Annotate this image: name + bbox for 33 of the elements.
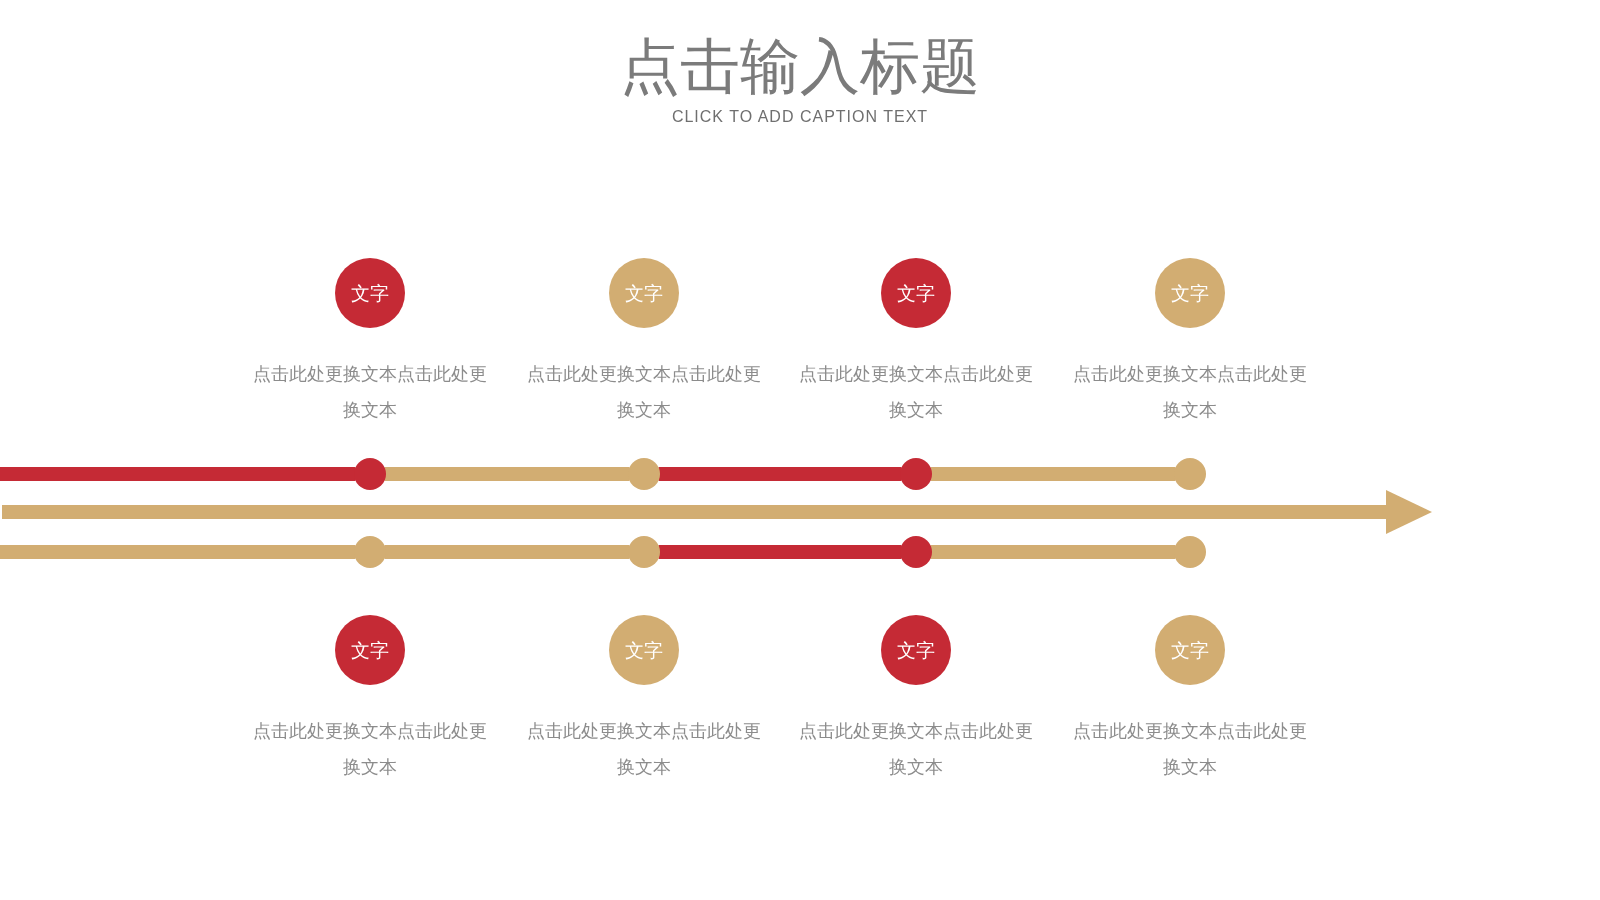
description-text: 点击此处更换文本点击此处更换文本: [252, 363, 488, 422]
step-circle: 文字: [335, 258, 405, 328]
title: 点击输入标题: [620, 30, 980, 102]
step-circle: 文字: [609, 615, 679, 685]
timeline-segment: [930, 545, 1176, 559]
step-circle: 文字: [1155, 615, 1225, 685]
timeline-segment: [658, 545, 902, 559]
description-text: 点击此处更换文本点击此处更换文本: [526, 720, 762, 779]
timeline-dot: [1174, 536, 1206, 568]
timeline-segment: [0, 467, 356, 481]
step-circle: 文字: [609, 258, 679, 328]
description-text: 点击此处更换文本点击此处更换文本: [252, 720, 488, 779]
timeline-dot: [900, 458, 932, 490]
timeline-segment: [0, 545, 356, 559]
timeline-segment: [384, 545, 630, 559]
step-circle: 文字: [881, 615, 951, 685]
timeline-segment: [384, 467, 630, 481]
subtitle: CLICK TO ADD CAPTION TEXT: [671, 107, 929, 127]
description-text: 点击此处更换文本点击此处更换文本: [526, 363, 762, 422]
step-circle: 文字: [881, 258, 951, 328]
timeline-dot: [900, 536, 932, 568]
timeline-segment: [930, 467, 1176, 481]
description-text: 点击此处更换文本点击此处更换文本: [798, 363, 1034, 422]
timeline-dot: [1174, 458, 1206, 490]
timeline-dot: [628, 536, 660, 568]
step-circle: 文字: [335, 615, 405, 685]
timeline-segment: [658, 467, 902, 481]
timeline-dot: [354, 458, 386, 490]
description-text: 点击此处更换文本点击此处更换文本: [1072, 363, 1308, 422]
description-text: 点击此处更换文本点击此处更换文本: [798, 720, 1034, 779]
description-text: 点击此处更换文本点击此处更换文本: [1072, 720, 1308, 779]
step-circle: 文字: [1155, 258, 1225, 328]
timeline-dot: [628, 458, 660, 490]
